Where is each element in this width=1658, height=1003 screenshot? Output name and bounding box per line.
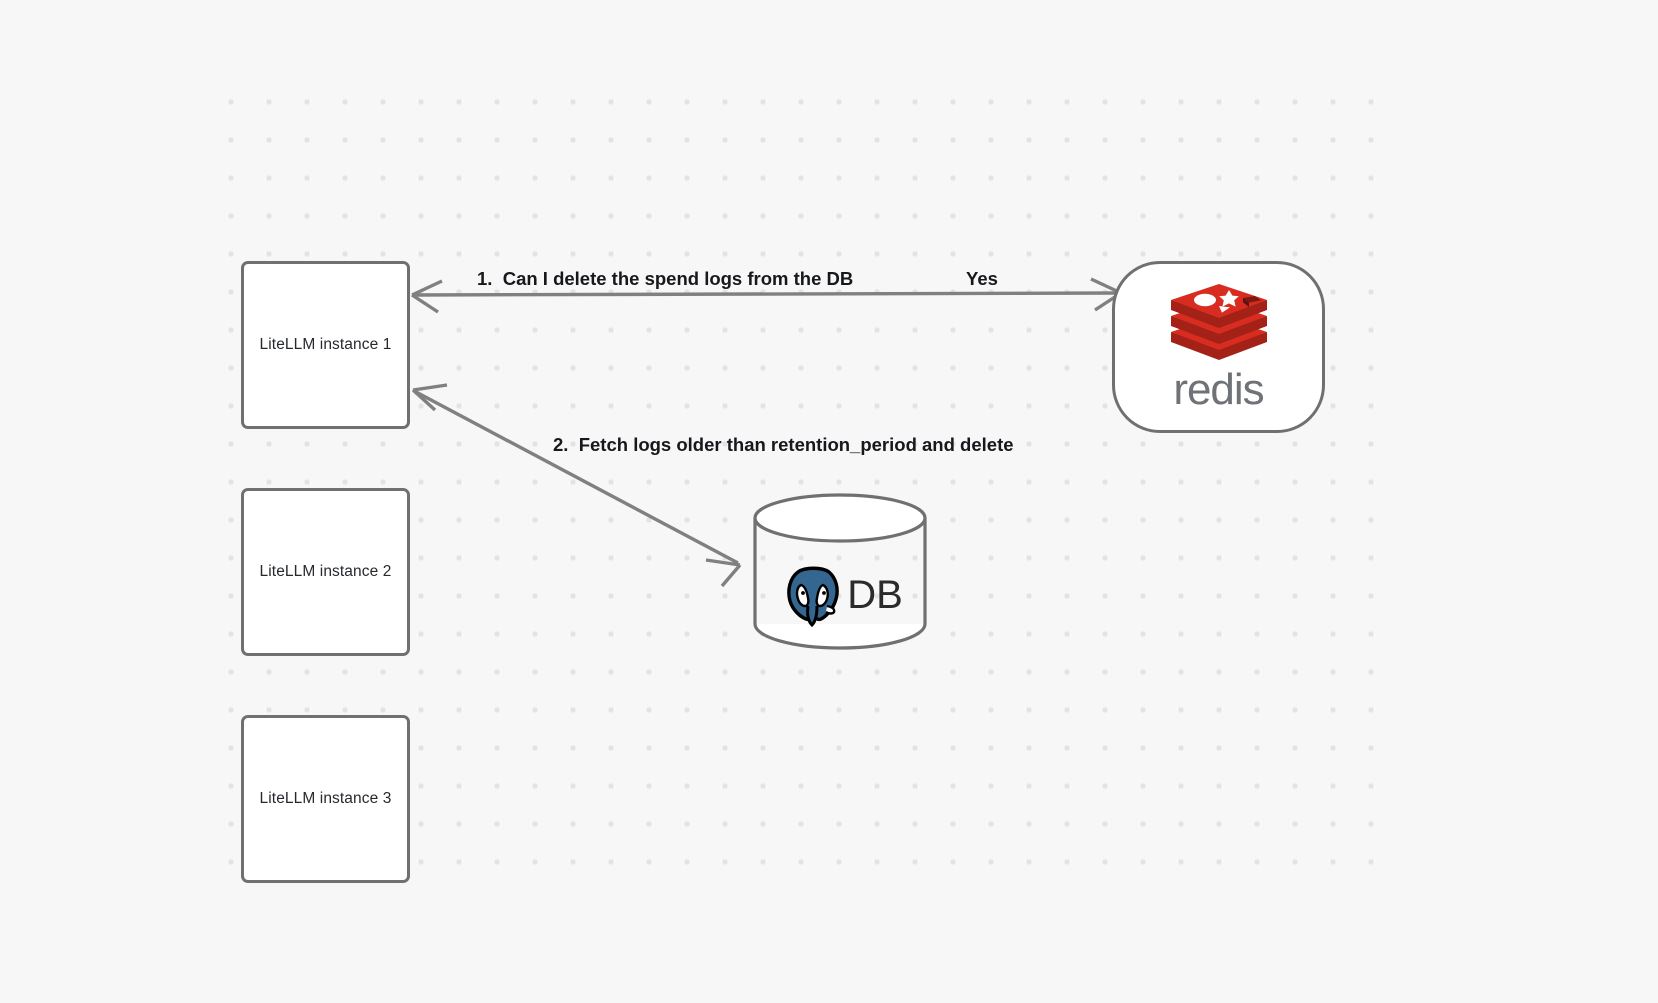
edge-label-step-1-reply: Yes	[966, 268, 998, 289]
edge-label-step-1: 1. Can I delete the spend logs from the …	[477, 268, 854, 289]
edge-db-litellm1	[411, 383, 742, 588]
node-litellm-instance-2-label: LiteLLM instance 2	[259, 562, 392, 580]
node-litellm-instance-1-label: LiteLLM instance 1	[259, 335, 392, 353]
node-database[interactable]: DB	[752, 492, 928, 650]
edge-label-step-2: 2. Fetch logs older than retention_perio…	[553, 434, 1014, 455]
database-cylinder-shape	[753, 493, 927, 650]
node-litellm-instance-2[interactable]: LiteLLM instance 2	[241, 488, 410, 656]
node-redis[interactable]: redis	[1112, 261, 1325, 433]
node-litellm-instance-3[interactable]: LiteLLM instance 3	[241, 715, 410, 883]
redis-wordmark-label: redis	[1173, 365, 1264, 414]
postgresql-elephant-icon	[787, 566, 840, 628]
node-litellm-instance-3-label: LiteLLM instance 3	[259, 789, 392, 807]
redis-logo-icon	[1170, 284, 1267, 360]
node-litellm-instance-1[interactable]: LiteLLM instance 1	[241, 261, 410, 429]
database-content: DB	[752, 540, 928, 650]
database-label: DB	[847, 573, 903, 617]
